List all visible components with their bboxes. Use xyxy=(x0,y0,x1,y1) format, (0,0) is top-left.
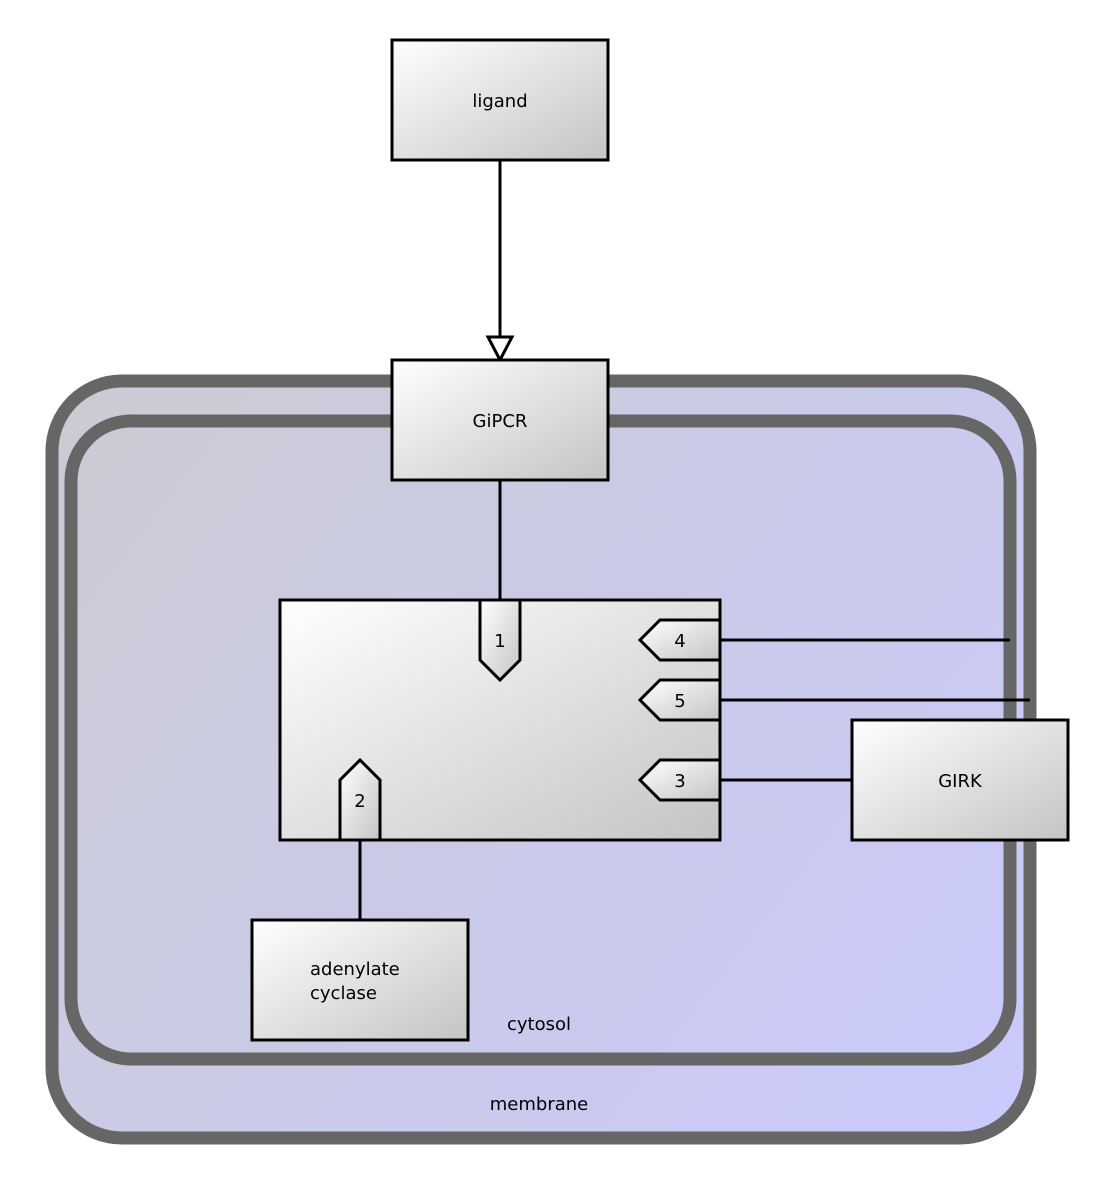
port-5[interactable]: 5 xyxy=(637,678,722,722)
gipcr-label: GiPCR xyxy=(473,411,528,432)
port-2-label: 2 xyxy=(354,791,365,812)
adenylate-cyclase-label-line1: adenylate xyxy=(310,959,400,980)
port-5-label: 5 xyxy=(674,691,685,712)
ligand-label: ligand xyxy=(472,91,527,112)
node-adenylate-cyclase[interactable]: adenylate cyclase xyxy=(250,918,470,1042)
node-girk[interactable]: GIRK xyxy=(850,718,1070,842)
port-1-label: 1 xyxy=(494,631,505,652)
adenylate-cyclase-label-line2: cyclase xyxy=(310,983,377,1004)
port-3[interactable]: 3 xyxy=(637,758,722,802)
port-4[interactable]: 4 xyxy=(637,618,722,662)
node-ligand[interactable]: ligand xyxy=(390,38,610,162)
port-2[interactable]: 2 xyxy=(338,757,382,842)
membrane-label: membrane xyxy=(490,1094,588,1115)
stimulation-arrowhead-icon xyxy=(485,335,515,364)
port-1[interactable]: 1 xyxy=(478,598,522,683)
node-gipcr[interactable]: GiPCR xyxy=(390,358,610,482)
edges xyxy=(358,160,1030,920)
girk-label: GIRK xyxy=(938,771,983,792)
cytosol-label: cytosol xyxy=(507,1014,571,1035)
port-4-label: 4 xyxy=(674,631,685,652)
port-3-label: 3 xyxy=(674,771,685,792)
